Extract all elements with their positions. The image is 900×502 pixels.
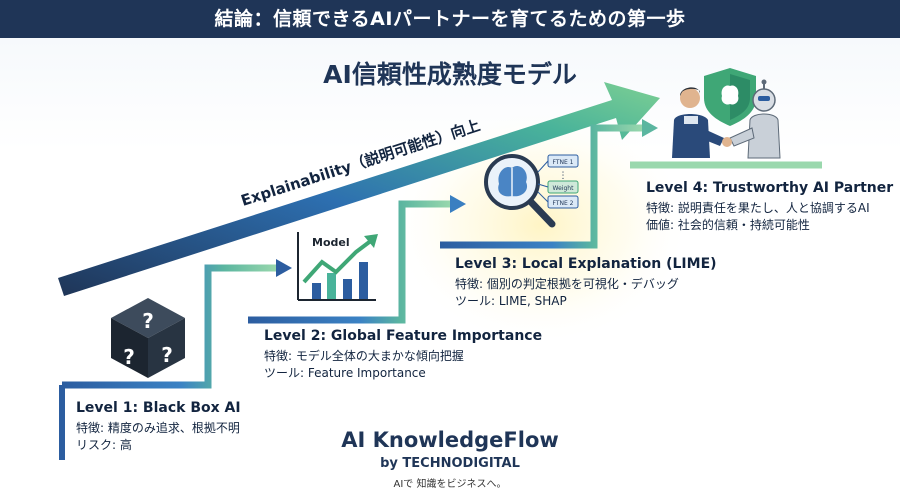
- svg-text:?: ?: [161, 343, 173, 367]
- level-3-title: Level 3: Local Explanation (LIME): [455, 256, 717, 272]
- svg-text:?: ?: [142, 309, 154, 333]
- black-box-cube-icon: ? ? ?: [111, 298, 185, 378]
- level-1-title: Level 1: Black Box AI: [76, 400, 241, 416]
- explainability-arrow: [58, 82, 660, 296]
- level-2-tool: ツール: Feature Importance: [264, 366, 426, 380]
- svg-text:Weight: Weight: [553, 185, 575, 192]
- model-title: AI信頼性成熟度モデル: [323, 60, 577, 89]
- step-arrowhead-2: [450, 195, 466, 213]
- level-4: Level 4: Trustworthy AI Partner 特徴: 説明責任…: [646, 180, 893, 234]
- brand-tagline: AIで 知識をビジネスへ。: [393, 479, 507, 490]
- level-3: Level 3: Local Explanation (LIME) 特徴: 個別…: [455, 256, 717, 310]
- svg-text:FTNE 1: FTNE 1: [552, 159, 573, 166]
- level-2-title: Level 2: Global Feature Importance: [264, 328, 543, 344]
- level-4-title: Level 4: Trustworthy AI Partner: [646, 180, 894, 196]
- brand-by: by TECHNODIGITAL: [380, 456, 520, 471]
- step-arrowhead-1: [276, 259, 292, 277]
- level-1-risk: リスク: 高: [76, 438, 132, 452]
- svg-text:FTNE 2: FTNE 2: [552, 200, 573, 207]
- svg-text:⋮: ⋮: [559, 171, 568, 181]
- model-chart-icon: Model: [297, 232, 378, 301]
- level-1-feature: 特徴: 精度のみ追求、根拠不明: [76, 421, 240, 435]
- step-arrowhead-3: [642, 119, 658, 137]
- header-title: 結論：信頼できるAIパートナーを育てるための第一歩: [0, 0, 900, 38]
- level-3-feature: 特徴: 個別の判定根拠を可視化・デバッグ: [455, 277, 679, 291]
- handshake-partner-icon: [672, 68, 781, 159]
- staircase: [59, 119, 822, 460]
- brand-name: AI KnowledgeFlow: [341, 428, 559, 452]
- svg-text:?: ?: [123, 345, 135, 369]
- local-explanation-magnifier-icon: FTNE 1 ⋮ Weight FTNE 2: [484, 154, 579, 228]
- level-1: Level 1: Black Box AI 特徴: 精度のみ追求、根拠不明 リス…: [76, 400, 241, 454]
- level-2-feature: 特徴: モデル全体の大まかな傾向把握: [264, 349, 464, 363]
- level-4-feature: 特徴: 説明責任を果たし、人と協調するAI: [646, 201, 870, 215]
- level-2: Level 2: Global Feature Importance 特徴: モ…: [264, 328, 542, 382]
- svg-text:Model: Model: [312, 236, 350, 249]
- level-3-tool: ツール: LIME, SHAP: [455, 294, 567, 308]
- level-4-value: 価値: 社会的信頼・持続可能性: [646, 218, 810, 232]
